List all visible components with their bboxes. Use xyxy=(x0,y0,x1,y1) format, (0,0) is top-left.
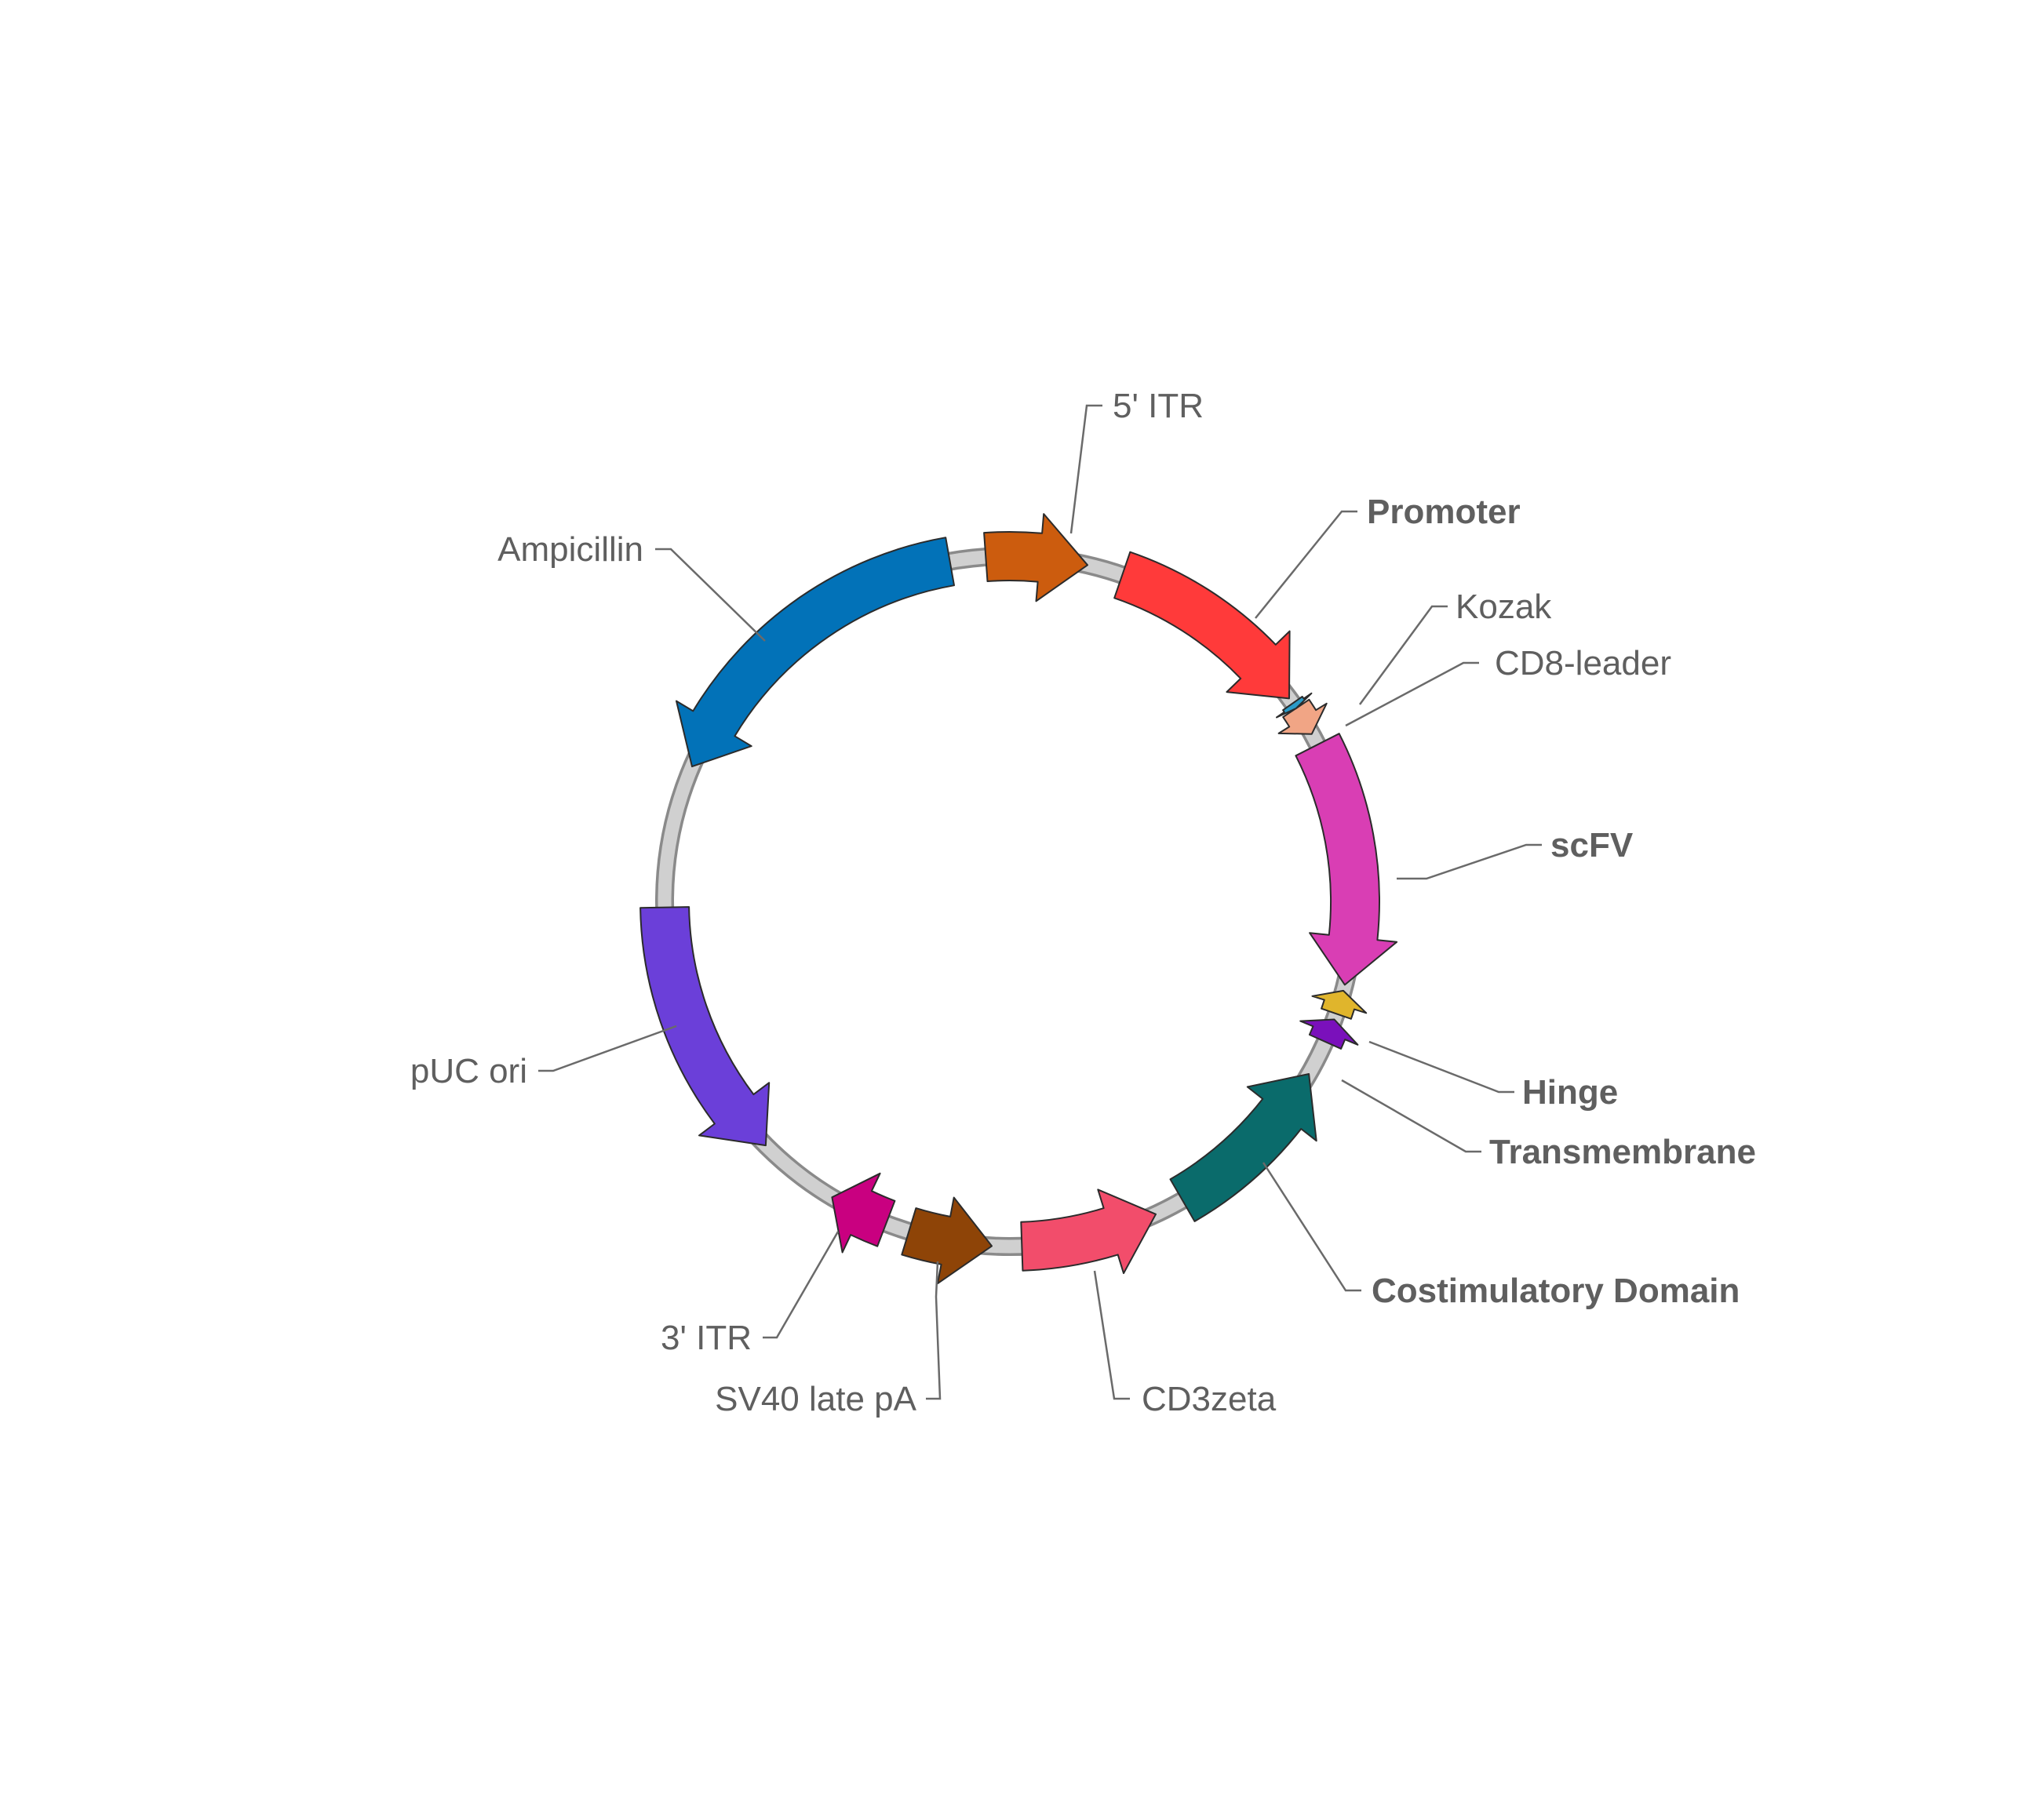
label-scfv: scFV xyxy=(1550,826,1634,864)
itr5-arrow xyxy=(983,513,1088,602)
cd8-leader-arrow xyxy=(1277,698,1328,735)
promoter-arrow xyxy=(1113,551,1291,700)
sv40-arrow xyxy=(901,1196,993,1285)
cd3zeta-arrow xyxy=(1020,1188,1157,1275)
kozak-arrow xyxy=(1276,692,1313,719)
leader-kozak xyxy=(1358,605,1448,705)
leader-costimulatory xyxy=(1262,1162,1361,1292)
label-puc-ori: pUC ori xyxy=(410,1052,527,1090)
label-hinge: Hinge xyxy=(1522,1073,1618,1112)
leader-transmembrane xyxy=(1341,1079,1481,1153)
label-itr3: 3' ITR xyxy=(661,1319,752,1357)
leader-hinge xyxy=(1368,1040,1514,1094)
transmembrane-arrow xyxy=(1299,1018,1359,1050)
label-costimulatory: Costimulatory Domain xyxy=(1372,1272,1740,1310)
leader-promoter xyxy=(1255,510,1357,619)
label-sv40: SV40 late pA xyxy=(715,1380,916,1418)
leader-lines xyxy=(538,404,1542,1400)
leader-scfv xyxy=(1397,843,1542,880)
ampicillin-arrow xyxy=(676,537,955,768)
label-transmembrane: Transmembrane xyxy=(1489,1133,1756,1171)
feature-arrows xyxy=(639,513,1398,1285)
costimulatory-arrow xyxy=(1169,1073,1317,1222)
label-ampicillin: Ampicillin xyxy=(497,530,643,569)
label-kozak: Kozak xyxy=(1456,588,1552,626)
leader-itr3 xyxy=(763,1231,840,1339)
feature-labels: 5' ITR Promoter Kozak CD8-leader scFV Hi… xyxy=(410,387,1756,1418)
leader-cd8-leader xyxy=(1345,661,1479,727)
label-promoter: Promoter xyxy=(1367,493,1521,531)
leader-itr5 xyxy=(1069,404,1102,534)
label-cd3zeta: CD3zeta xyxy=(1142,1380,1277,1418)
leader-sv40 xyxy=(926,1261,942,1400)
leader-puc-ori xyxy=(538,1025,677,1072)
label-itr5: 5' ITR xyxy=(1113,387,1204,425)
hinge-arrow xyxy=(1311,989,1368,1020)
leader-cd3zeta xyxy=(1093,1270,1130,1400)
label-cd8-leader: CD8-leader xyxy=(1495,644,1671,682)
puc-ori-arrow xyxy=(639,906,771,1147)
leader-ampicillin xyxy=(655,548,766,642)
scfv-arrow xyxy=(1295,733,1398,986)
itr3-arrow xyxy=(831,1172,896,1254)
